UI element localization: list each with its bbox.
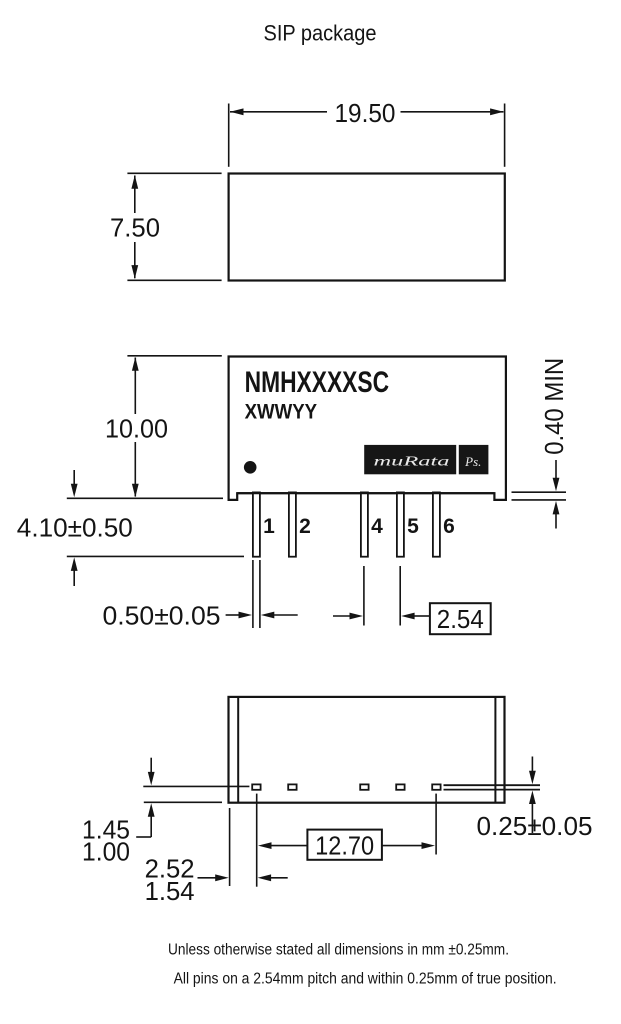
svg-text:1.00: 1.00 [82,837,130,867]
svg-text:SIP package: SIP package [264,21,377,46]
svg-text:NMHXXXXSC: NMHXXXXSC [245,366,390,399]
svg-text:6: 6 [443,515,455,538]
svg-text:1: 1 [263,515,275,538]
svg-text:0.25±0.05: 0.25±0.05 [477,811,593,841]
svg-text:7.50: 7.50 [110,213,160,243]
svg-text:4.10±0.50: 4.10±0.50 [17,513,133,543]
svg-text:1.45: 1.45 [82,815,130,845]
svg-text:0.50±0.05: 0.50±0.05 [103,601,221,631]
svg-text:19.50: 19.50 [335,98,396,128]
svg-text:muRata: muRata [374,454,450,469]
svg-text:Ps.: Ps. [464,454,481,469]
svg-text:XWWYY: XWWYY [245,401,318,424]
svg-text:All pins on a 2.54mm pitch and: All pins on a 2.54mm pitch and within 0.… [174,971,557,988]
svg-text:5: 5 [407,515,419,538]
svg-text:2.54: 2.54 [437,604,484,634]
svg-text:Unless otherwise stated all di: Unless otherwise stated all dimensions i… [168,942,509,959]
svg-text:4: 4 [371,515,383,538]
svg-text:2: 2 [299,515,311,538]
svg-text:2.52: 2.52 [145,854,195,884]
svg-text:10.00: 10.00 [105,414,168,444]
svg-text:0.40 MIN: 0.40 MIN [539,358,569,455]
svg-text:1.54: 1.54 [145,876,195,906]
svg-text:12.70: 12.70 [315,831,374,861]
